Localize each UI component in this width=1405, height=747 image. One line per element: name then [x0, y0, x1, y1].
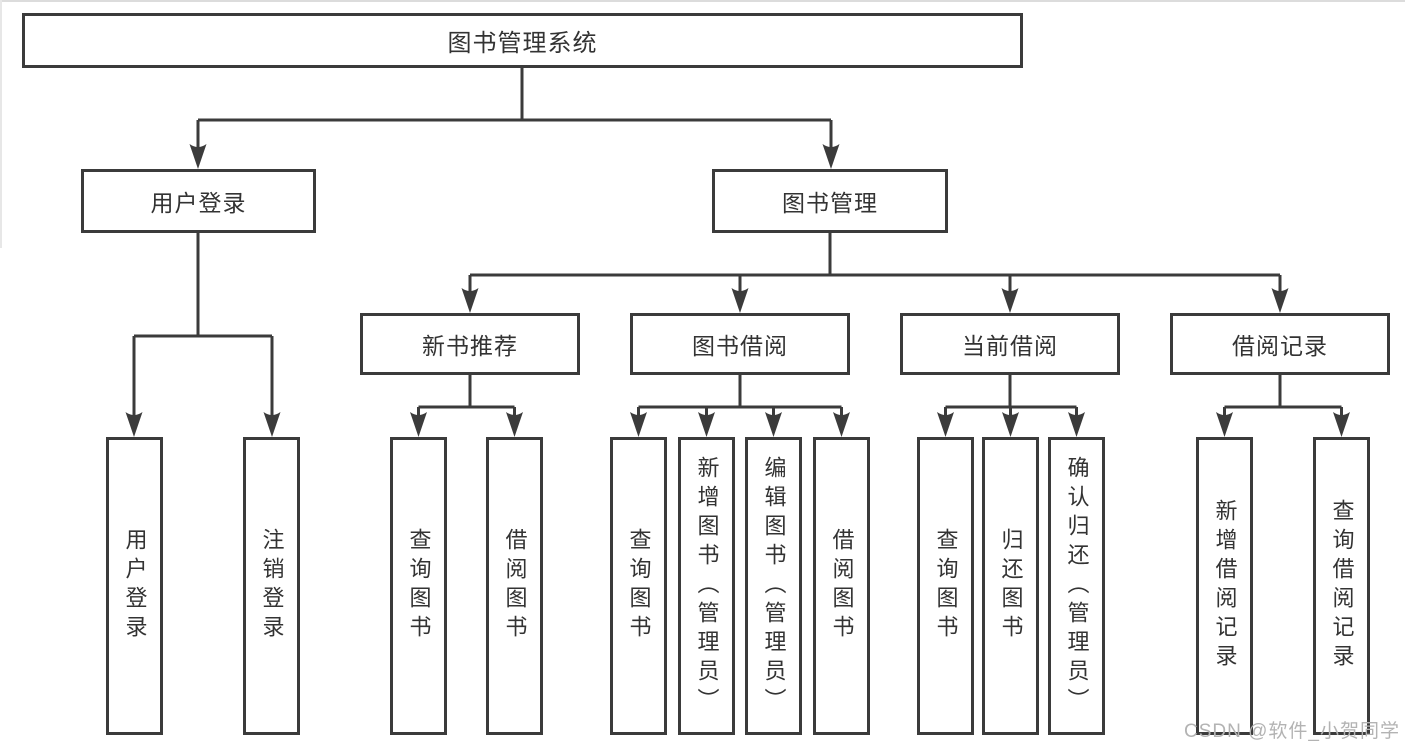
leaf-query-books-current: 查询图书	[917, 437, 974, 735]
node-root: 图书管理系统	[22, 13, 1023, 68]
csdn-watermark: CSDN @软件_小贺同学	[1184, 721, 1400, 742]
node-new-book-recommendation-label: 新书推荐	[422, 333, 518, 359]
leaf-query-books-current-label: 查询图书	[933, 528, 959, 644]
leaf-query-borrow-record: 查询借阅记录	[1313, 437, 1370, 735]
leaf-query-borrow-record-label: 查询借阅记录	[1329, 499, 1355, 673]
top-edge-line	[0, 0, 1405, 2]
leaf-confirm-return-admin: 确认归还（管理员）	[1048, 437, 1105, 735]
leaf-user-login-label: 用户登录	[122, 528, 148, 644]
leaf-borrow-books-recommend: 借阅图书	[486, 437, 543, 735]
leaf-confirm-return-admin-label: 确认归还（管理员）	[1064, 455, 1090, 717]
node-book-borrowing-label: 图书借阅	[692, 333, 788, 359]
leaf-user-login: 用户登录	[106, 437, 163, 735]
leaf-logout-label: 注销登录	[259, 528, 285, 644]
node-borrowing-records: 借阅记录	[1170, 313, 1390, 375]
leaf-add-borrow-record: 新增借阅记录	[1196, 437, 1253, 735]
leaf-query-books-borrowing: 查询图书	[610, 437, 667, 735]
leaf-add-book-admin: 新增图书（管理员）	[678, 437, 735, 735]
node-book-management-label: 图书管理	[782, 190, 878, 216]
leaf-borrow-books: 借阅图书	[813, 437, 870, 735]
node-new-book-recommendation: 新书推荐	[360, 313, 580, 375]
node-borrowing-records-label: 借阅记录	[1232, 333, 1328, 359]
leaf-edit-book-admin: 编辑图书（管理员）	[745, 437, 802, 735]
leaf-borrow-books-recommend-label: 借阅图书	[502, 528, 528, 644]
leaf-add-borrow-record-label: 新增借阅记录	[1212, 499, 1238, 673]
leaf-return-book: 归还图书	[982, 437, 1039, 735]
leaf-query-books-recommend: 查询图书	[390, 437, 447, 735]
leaf-query-books-borrowing-label: 查询图书	[626, 528, 652, 644]
leaf-query-books-recommend-label: 查询图书	[406, 528, 432, 644]
node-book-borrowing: 图书借阅	[630, 313, 850, 375]
leaf-logout: 注销登录	[243, 437, 300, 735]
node-book-management: 图书管理	[712, 169, 948, 233]
leaf-add-book-admin-label: 新增图书（管理员）	[694, 455, 720, 717]
leaf-edit-book-admin-label: 编辑图书（管理员）	[761, 455, 787, 717]
node-current-borrowing-label: 当前借阅	[962, 333, 1058, 359]
node-current-borrowing: 当前借阅	[900, 313, 1120, 375]
leaf-borrow-books-label: 借阅图书	[829, 528, 855, 644]
node-user-login-label: 用户登录	[150, 190, 247, 216]
left-edge-line	[0, 0, 2, 248]
leaf-return-book-label: 归还图书	[998, 528, 1024, 644]
node-user-login: 用户登录	[81, 169, 316, 233]
node-root-label: 图书管理系统	[447, 30, 598, 57]
